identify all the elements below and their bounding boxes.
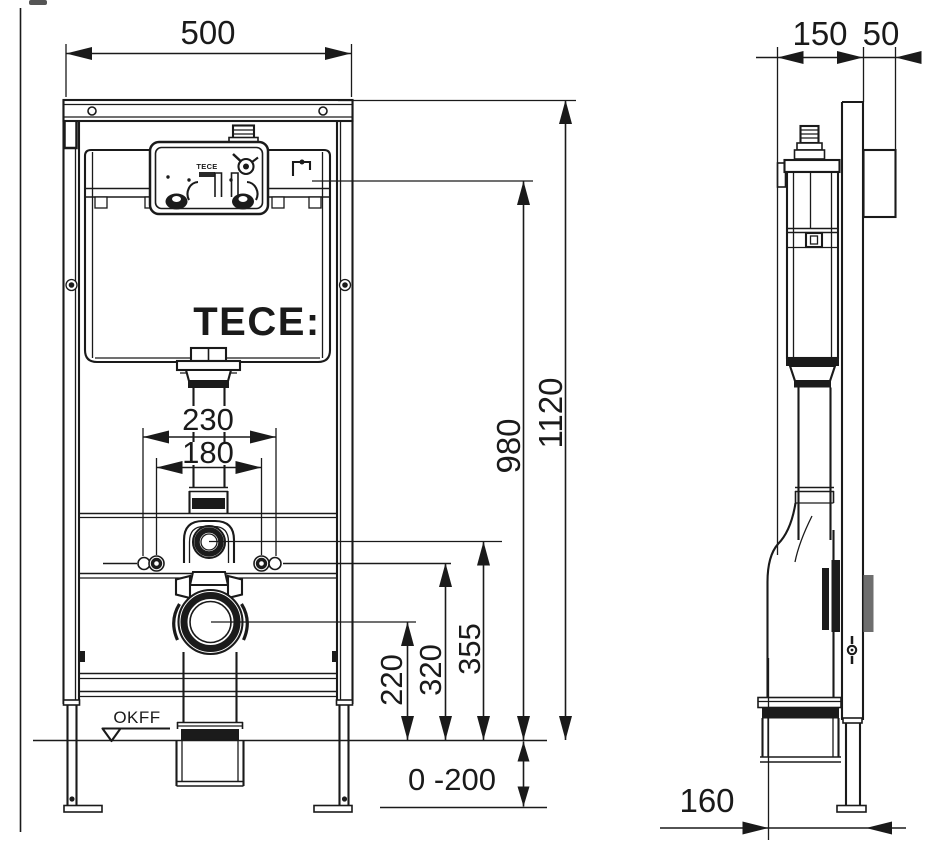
dim-frame-width: 500: [65, 14, 353, 97]
dim-cistern-top-height: 980: [490, 181, 530, 740]
flush-outlet: [175, 346, 242, 388]
dim-frame-height: 1120: [532, 100, 572, 740]
svg-text:0 -200: 0 -200: [408, 762, 496, 797]
svg-text:230: 230: [182, 402, 234, 437]
svg-text:220: 220: [374, 654, 409, 706]
tece-logo: TECE:: [193, 300, 321, 344]
actuator-rough-in-box: [862, 148, 897, 219]
inspection-box: TECE: [148, 124, 270, 216]
floor-lines: OKFF: [33, 708, 547, 809]
okff-label: OKFF: [113, 708, 160, 727]
foot-plate-right: [313, 804, 353, 813]
leg-adjuster-icon: [846, 636, 858, 664]
dim-drain-offset: 160: [660, 658, 906, 840]
floor-level-marker: OKFF: [101, 708, 170, 743]
dim-fixing-spacing-inner: 180: [155, 435, 263, 555]
fixing-bolts: [103, 555, 451, 572]
dim-flush-pipe-height: 355: [452, 541, 490, 740]
cistern-side: [776, 124, 841, 540]
frame-uprights: [62, 100, 354, 704]
dim-drain-height: 220: [374, 622, 414, 740]
svg-text:320: 320: [413, 644, 448, 696]
dim-fixing-height: 320: [413, 563, 452, 740]
frame-top-rail: [62, 98, 354, 123]
hanger-hole-left: [87, 106, 97, 116]
dimensions: 500 230 180: [65, 14, 922, 840]
svg-text:500: 500: [180, 14, 235, 51]
svg-text:50: 50: [863, 15, 900, 52]
dim-frame-depth: 150 50: [756, 15, 922, 555]
wall-rail: [836, 100, 867, 813]
hanger-hole-right: [318, 106, 328, 116]
svg-text:355: 355: [452, 623, 487, 675]
svg-text:160: 160: [679, 782, 734, 819]
dim-fixing-spacing-outer: 230: [142, 402, 277, 556]
svg-text:1120: 1120: [532, 378, 569, 449]
foot-plate-side: [836, 804, 867, 813]
drain-socket: [172, 570, 249, 787]
front-view: TECE TECE:: [62, 98, 451, 813]
foot-plate-left: [63, 804, 103, 813]
svg-text:980: 980: [490, 418, 527, 473]
dim-foot-adjustment: 0 -200: [408, 741, 530, 807]
side-view: [757, 100, 897, 813]
svg-text:150: 150: [792, 15, 847, 52]
page-margin-line: [19, 0, 47, 832]
drain-bend-side: [757, 502, 874, 763]
filling-valve-icon: [232, 153, 259, 176]
access-box-brand-text: TECE: [196, 162, 217, 171]
bend-clamp-tab: [863, 575, 874, 632]
frame-legs: [62, 699, 354, 813]
svg-text:180: 180: [182, 435, 234, 470]
